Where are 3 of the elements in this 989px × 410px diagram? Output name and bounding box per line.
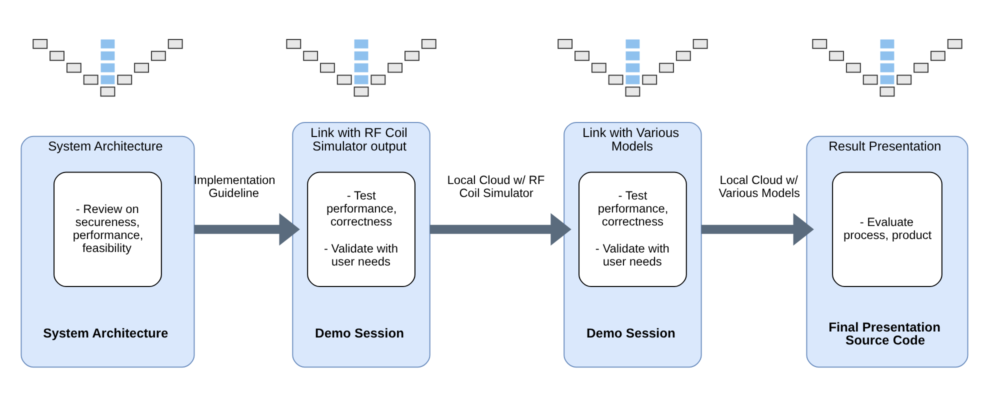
edge-label: Local Cloud w/ RF Coil Simulator — [447, 172, 545, 200]
edge-label: Local Cloud w/ Various Models — [718, 172, 800, 200]
edge-label: Implementation Guideline — [194, 172, 276, 200]
